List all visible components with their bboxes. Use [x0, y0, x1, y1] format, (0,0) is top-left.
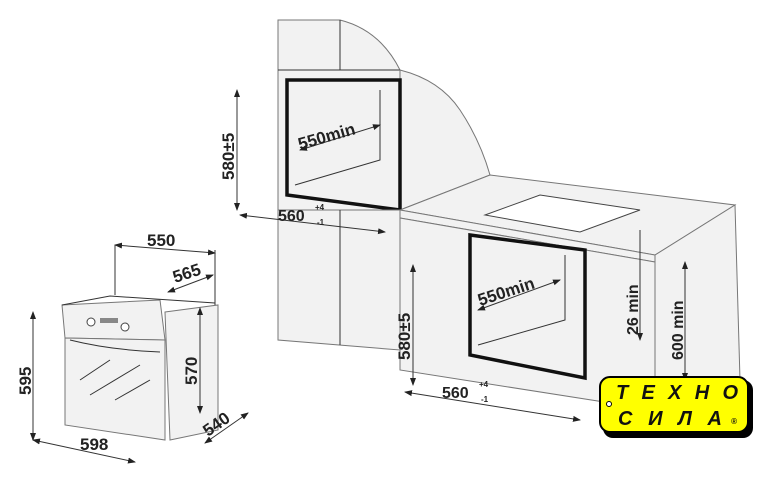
base-niche-tol-plus: +4 [479, 380, 489, 389]
oven-body-height-label: 570 [182, 357, 201, 385]
oven-depth-panel-label: 565 [170, 260, 203, 287]
technosila-logo: ТЕХНО СИЛА ® [599, 376, 753, 438]
oven-height-label: 595 [16, 367, 35, 395]
oven-depth-top-label: 550 [147, 231, 175, 250]
tall-base-cabinet [277, 209, 401, 351]
wall-niche-height-label: 580±5 [219, 133, 238, 180]
base-niche-tol-minus: -1 [481, 395, 489, 404]
wall-niche-tol-plus: +4 [315, 203, 325, 212]
oven-width-label: 598 [80, 435, 108, 454]
svg-text:ТЕХНО: ТЕХНО [616, 382, 738, 404]
oven-knob-icon [86, 317, 96, 327]
svg-text:®: ® [731, 417, 737, 426]
floor-clearance-label: 600 min [670, 300, 687, 360]
counter-gap-label: 26 min [625, 284, 642, 335]
oven [61, 295, 219, 441]
oven-knob-icon [120, 322, 130, 332]
wall-niche-tol-minus: -1 [317, 218, 325, 227]
base-niche-width-label: 560 [442, 385, 469, 402]
wall-niche-width-label: 560 [278, 208, 305, 225]
base-niche-height-label: 580±5 [395, 313, 414, 360]
wall-cabinet [277, 19, 491, 211]
